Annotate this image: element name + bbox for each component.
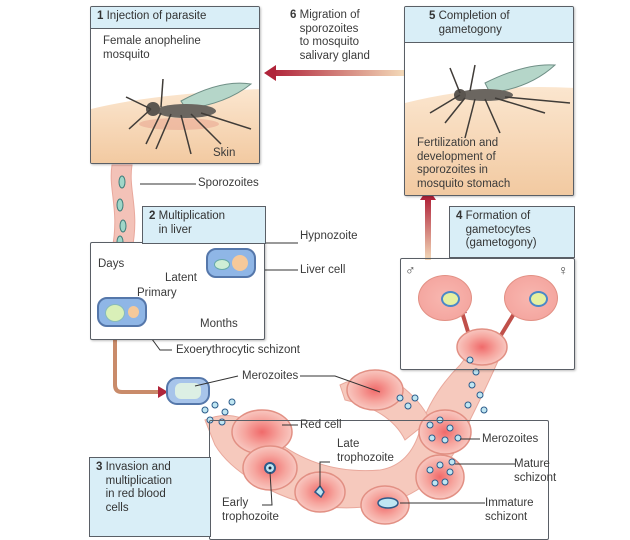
nucleus-icon bbox=[128, 306, 139, 318]
late-trophozoite-label: Late trophozoite bbox=[337, 438, 394, 464]
mosquito-feeding-illustration bbox=[405, 64, 573, 195]
liver-cell-label: Liver cell bbox=[300, 264, 346, 276]
merozoite-dots bbox=[201, 356, 488, 487]
step1-panel: 1 Injection of parasite Female anophelin… bbox=[90, 6, 260, 164]
nucleus-icon bbox=[232, 255, 248, 271]
step-number: 3 bbox=[96, 461, 103, 473]
arrow-migration bbox=[272, 70, 404, 76]
sporozoites-label: Sporozoites bbox=[198, 177, 259, 189]
step2-title: Multiplication in liver bbox=[158, 210, 226, 236]
male-gametocyte bbox=[418, 275, 472, 321]
liver-cell-schizont bbox=[97, 297, 147, 327]
primary-label: Primary bbox=[137, 287, 177, 299]
exoerythrocytic-schizont-label: Exoerythrocytic schizont bbox=[176, 344, 300, 356]
early-trophozoite-label: Early trophozoite bbox=[222, 497, 279, 523]
step5-panel: 5 Completion of gametogony Fertilization… bbox=[404, 6, 574, 196]
step1-title: Injection of parasite bbox=[106, 10, 207, 22]
step4-title: Formation of gametocytes (gametogony) bbox=[465, 210, 537, 249]
late-trophozoite bbox=[313, 484, 325, 499]
mature-schizont-label: Mature schizont bbox=[514, 458, 557, 484]
arrow-to-mosquito bbox=[425, 198, 431, 260]
merozoites-label: Merozoites bbox=[240, 370, 301, 384]
step6-label: 6 Migration of sporozoites to mosquito s… bbox=[290, 9, 370, 63]
female-mosquito-label: Female anopheline mosquito bbox=[103, 35, 201, 61]
fertilization-label: Fertilization and development of sporozo… bbox=[417, 137, 511, 190]
step-number: 2 bbox=[149, 210, 156, 222]
step6-title: Migration of sporozoites to mosquito sal… bbox=[299, 9, 370, 62]
step5-title: Completion of gametogony bbox=[438, 10, 510, 36]
gametocyte-icon bbox=[529, 291, 548, 307]
hypnozoite-icon bbox=[214, 259, 230, 270]
male-symbol: ♂ bbox=[405, 262, 416, 278]
step4-header: 4 Formation of gametocytes (gametogony) bbox=[449, 206, 575, 258]
liver-cell-hypnozoite bbox=[206, 248, 256, 278]
step3-title: Invasion and multiplication in red blood… bbox=[105, 461, 173, 514]
step2-header: 2 Multiplication in liver bbox=[142, 206, 266, 244]
days-label: Days bbox=[98, 258, 125, 270]
gametocyte-icon bbox=[441, 291, 460, 307]
hypnozoite-label: Hypnozoite bbox=[300, 230, 358, 242]
schizont-icon bbox=[105, 304, 125, 322]
step5-header: 5 Completion of gametogony bbox=[405, 7, 573, 43]
months-label: Months bbox=[200, 318, 238, 330]
female-gametocyte bbox=[504, 275, 558, 321]
step4-panel bbox=[400, 258, 575, 370]
immature-schizont bbox=[377, 497, 399, 509]
immature-schizont-label: Immature schizont bbox=[485, 497, 534, 523]
merozoites-schizont-label: Merozoites bbox=[482, 433, 539, 445]
step-number: 1 bbox=[97, 10, 104, 22]
latent-label: Latent bbox=[165, 272, 197, 284]
step-number: 4 bbox=[456, 210, 463, 222]
step1-header: 1 Injection of parasite bbox=[91, 7, 259, 29]
skin-label: Skin bbox=[213, 147, 236, 159]
step3-header: 3 Invasion and multiplication in red blo… bbox=[89, 457, 211, 537]
step-number: 5 bbox=[429, 10, 436, 22]
mosquito-on-skin-illustration bbox=[91, 78, 259, 163]
step-number: 6 bbox=[290, 9, 297, 21]
red-cell-label: Red cell bbox=[300, 419, 342, 431]
female-symbol: ♀ bbox=[558, 262, 569, 278]
